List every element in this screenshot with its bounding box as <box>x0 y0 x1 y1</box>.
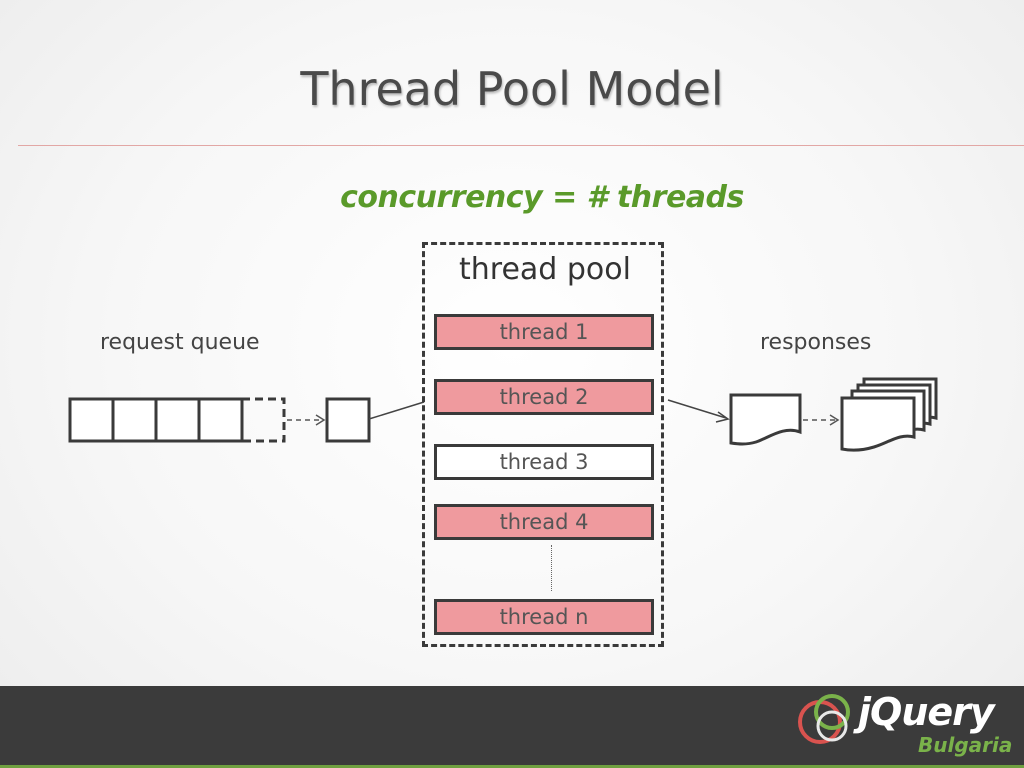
slide-subtitle: concurrency = # threads <box>340 180 744 215</box>
queue-slot <box>197 397 244 443</box>
responses-label: responses <box>760 330 872 355</box>
queue-slot-dashed <box>242 397 286 443</box>
pool-to-response-line <box>667 399 727 419</box>
request-queue-label: request queue <box>100 330 260 355</box>
thread-4: thread 4 <box>434 504 654 540</box>
slide-title: Thread Pool Model <box>300 62 724 116</box>
title-divider <box>18 145 1024 146</box>
dequeued-request <box>325 397 371 443</box>
dequeue-arrow <box>287 414 326 426</box>
thread-pool-label: thread pool <box>459 252 631 287</box>
request-queue <box>68 397 286 443</box>
thread-1: thread 1 <box>434 314 654 350</box>
request-to-pool-line <box>368 401 425 420</box>
thread-pool-box <box>422 242 664 647</box>
logo-name: jQuery <box>858 690 995 734</box>
thread-2: thread 2 <box>434 379 654 415</box>
thread-3: thread 3 <box>434 444 654 480</box>
queue-slot <box>68 397 115 443</box>
footer-bar <box>0 686 1024 768</box>
responses-stack <box>840 377 938 452</box>
jquery-logo-icon <box>798 694 850 744</box>
ellipsis-dots <box>551 545 552 591</box>
queue-slot <box>154 397 201 443</box>
pool-to-response-arrowhead <box>715 411 730 423</box>
response-arrow <box>803 414 840 426</box>
queue-slot <box>111 397 158 443</box>
logo-subtitle: Bulgaria <box>918 733 1013 757</box>
thread-n: thread n <box>434 599 654 635</box>
response-document <box>729 393 802 446</box>
